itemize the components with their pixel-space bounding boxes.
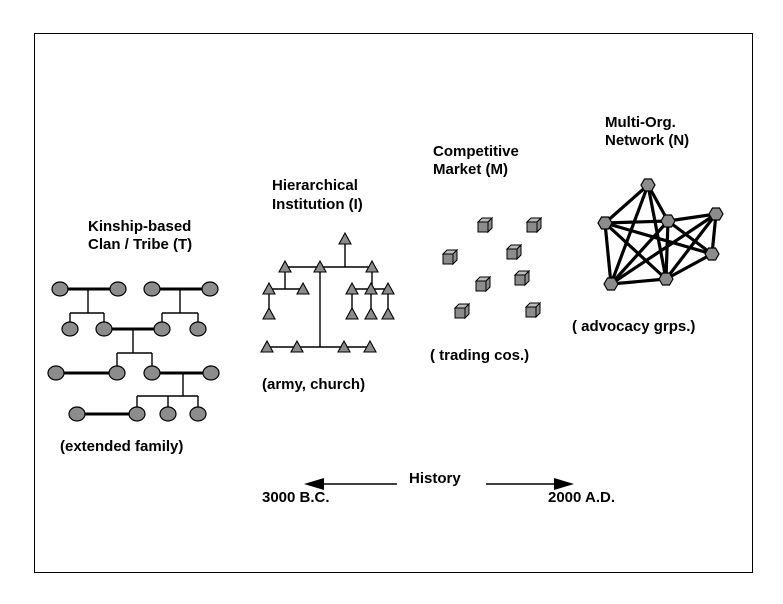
history-start: 3000 B.C. xyxy=(262,489,330,506)
organization-node xyxy=(660,214,676,228)
trading-firms xyxy=(441,216,543,320)
network-caption: ( advocacy grps.) xyxy=(572,318,695,335)
rank-node xyxy=(365,259,379,273)
family-member-node xyxy=(128,406,146,422)
institution-title-line1: Hierarchical xyxy=(272,177,358,194)
rank-node xyxy=(381,281,395,295)
family-member-node xyxy=(143,281,161,297)
rank-node xyxy=(364,281,378,295)
market-caption: ( trading cos.) xyxy=(430,347,529,364)
rank-node xyxy=(345,281,359,295)
firm-cube xyxy=(453,302,471,320)
family-member-node xyxy=(68,406,86,422)
rank-node xyxy=(313,259,327,273)
rank-node xyxy=(338,231,352,245)
history-end: 2000 A.D. xyxy=(548,489,615,506)
rank-node xyxy=(364,306,378,320)
family-member-node xyxy=(108,365,126,381)
multi-org-network xyxy=(597,178,724,291)
family-member-node xyxy=(95,321,113,337)
institution-group: Hierarchical Institution (I) xyxy=(260,177,395,393)
tribe-title-line1: Kinship-based xyxy=(88,218,191,235)
right-arrowhead-icon xyxy=(554,478,574,490)
market-group: Competitive Market (M) xyxy=(430,143,543,364)
family-member-node xyxy=(61,321,79,337)
diagram-frame xyxy=(34,33,753,573)
rank-node xyxy=(345,306,359,320)
hierarchy-tree xyxy=(260,231,395,353)
organization-node xyxy=(704,247,720,261)
family-member-node xyxy=(189,406,207,422)
firm-cube xyxy=(525,216,543,234)
family-member-node xyxy=(189,321,207,337)
family-member-node xyxy=(201,281,219,297)
network-title-line1: Multi-Org. xyxy=(605,114,676,131)
family-member-node xyxy=(153,321,171,337)
firm-cube xyxy=(524,301,542,319)
institution-caption: (army, church) xyxy=(262,376,365,393)
firm-cube xyxy=(476,216,494,234)
left-arrowhead-icon xyxy=(304,478,324,490)
institution-title-line2: Institution (I) xyxy=(272,196,363,213)
organization-node xyxy=(708,207,724,221)
history-timeline: History 3000 B.C. 2000 A.D. xyxy=(262,470,615,506)
organization-node xyxy=(597,216,613,230)
tribe-title-line2: Clan / Tribe (T) xyxy=(88,236,192,253)
firm-cube xyxy=(513,269,531,287)
family-member-node xyxy=(143,365,161,381)
rank-node xyxy=(381,306,395,320)
rank-node xyxy=(262,306,276,320)
tribe-group: Kinship-based Clan / Tribe (T) xyxy=(47,218,220,455)
firm-cube xyxy=(441,248,459,266)
kinship-tree xyxy=(47,281,220,422)
family-member-node xyxy=(47,365,65,381)
organization-node xyxy=(640,178,656,192)
organization-node xyxy=(603,277,619,291)
firm-cube xyxy=(474,275,492,293)
rank-node xyxy=(363,339,377,353)
rank-node xyxy=(260,339,274,353)
history-label: History xyxy=(409,470,461,487)
firm-cube xyxy=(505,243,523,261)
family-member-node xyxy=(202,365,220,381)
rank-node xyxy=(262,281,276,295)
rank-node xyxy=(278,259,292,273)
family-member-node xyxy=(159,406,177,422)
rank-node xyxy=(290,339,304,353)
network-group: Multi-Org. Network (N) xyxy=(572,114,724,335)
family-member-node xyxy=(51,281,69,297)
rank-node xyxy=(337,339,351,353)
rank-node xyxy=(296,281,310,295)
family-member-node xyxy=(109,281,127,297)
network-title-line2: Network (N) xyxy=(605,132,689,149)
market-title-line1: Competitive xyxy=(433,143,519,160)
tribe-caption: (extended family) xyxy=(60,438,183,455)
organization-node xyxy=(658,272,674,286)
market-title-line2: Market (M) xyxy=(433,161,508,178)
